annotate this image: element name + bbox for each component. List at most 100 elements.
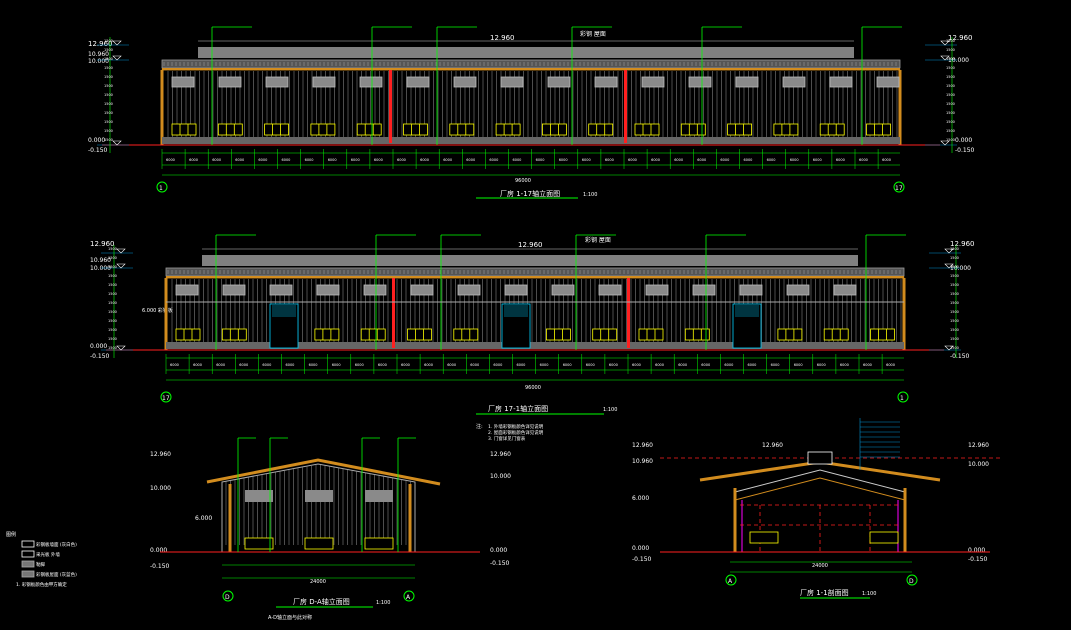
elev2-dim-text: 6000 — [540, 363, 549, 367]
elev1-window — [819, 123, 845, 136]
elev2-level-symbol — [944, 345, 954, 351]
elev3-scale: 1:100 — [376, 600, 390, 606]
elev3-wall — [221, 463, 416, 553]
elev2-vdim-text: 1500 — [950, 292, 959, 296]
elev1-axis-right: 17 — [895, 185, 903, 192]
legend-swatch — [21, 560, 35, 568]
elev1-window — [680, 123, 706, 136]
elev1-axis-left: 1 — [159, 185, 163, 192]
note-line: 2. 屋面彩钢板颜色详见说明 — [488, 429, 544, 436]
elev1-level-symbol — [940, 55, 950, 61]
elev1-parapet — [161, 59, 901, 69]
elev1-dim-text: 6000 — [305, 158, 314, 162]
sec-scale: 1:100 — [862, 591, 876, 597]
elev1-dim-text: 6000 — [397, 158, 406, 162]
elev1-clerestory-window — [876, 76, 900, 88]
elev1-clerestory-window — [453, 76, 477, 88]
elev1-plinth — [162, 137, 900, 144]
axis-circle-D2 — [906, 574, 918, 586]
elev1-total-dim: 96000 — [515, 178, 531, 184]
elev1-vdim-text: 1500 — [946, 138, 955, 142]
elev2-level-top: 12.960 — [518, 241, 543, 249]
sec-span-dim: 24000 — [812, 563, 828, 569]
elev2-axis-left: 17 — [162, 395, 170, 402]
elev1-vdim-text: 1500 — [946, 57, 955, 61]
elev2-vdim-text: 1500 — [108, 310, 117, 314]
elev1-dim-text: 6000 — [489, 158, 498, 162]
elev1-clerestory-window — [359, 76, 383, 88]
sec-axis-right: D — [909, 578, 914, 585]
elev1-clerestory-window — [500, 76, 524, 88]
legend-swatch — [21, 570, 35, 578]
elev1-dim-text: 6000 — [697, 158, 706, 162]
elev3-total-dim: 24000 — [310, 579, 326, 585]
elev2-vdim-text: 1500 — [108, 337, 117, 341]
elev3-level-top-right: 12.960 — [490, 451, 511, 458]
elev2-dim-text: 6000 — [424, 363, 433, 367]
elev2-window — [175, 328, 201, 341]
elev2-parapet — [165, 267, 905, 277]
elev1-vdim-text: 1500 — [104, 138, 113, 142]
legend-swatch — [21, 550, 35, 558]
elev2-window — [870, 328, 895, 341]
elev1-vdim-text: 1500 — [946, 66, 955, 70]
elev2-dim-text: 6000 — [470, 363, 479, 367]
elev1-window — [403, 123, 428, 136]
elev2-clerestory-window — [504, 284, 528, 296]
elev1-column — [624, 70, 627, 143]
elev2-vdim-text: 1500 — [108, 292, 117, 296]
elev1-clerestory-window — [829, 76, 853, 88]
legend-item: 勒脚 — [36, 561, 45, 568]
elev3-level-outdoor: -0.150 — [150, 563, 170, 570]
elev1-dim-text: 6000 — [235, 158, 244, 162]
axis-circle-A2 — [725, 574, 737, 586]
elev2-dim-text: 6000 — [609, 363, 618, 367]
elev1-dim-text: 6000 — [443, 158, 452, 162]
elev1-vdim-text: 1500 — [946, 48, 955, 52]
elev2-level-symbol — [944, 263, 954, 269]
elev2-vdim-text: 1500 — [108, 319, 117, 323]
elev2-column — [392, 278, 395, 348]
elev2-vdim-text: 1500 — [950, 337, 959, 341]
elev2-window — [221, 328, 247, 341]
elev1-vdim-text: 1500 — [104, 129, 113, 133]
elev2-vdim-text: 1500 — [950, 319, 959, 323]
elev2-vdim-text: 1500 — [108, 274, 117, 278]
elev2-dim-text: 6000 — [378, 363, 387, 367]
level-outdoor-left: -0.150 — [88, 147, 108, 154]
elev2-vdim-text: 1500 — [950, 274, 959, 278]
elev2-level-symbol — [944, 248, 954, 254]
elev1-window — [171, 123, 197, 136]
elev1-vdim-text: 1500 — [946, 84, 955, 88]
elev1-dim-text: 6000 — [859, 158, 868, 162]
elev1-window — [866, 123, 891, 136]
elev2-roof-note: 彩钢 屋面 — [585, 236, 611, 244]
elev2-window — [592, 328, 618, 341]
sec-title: 厂房 1-1剖面图 — [800, 588, 849, 597]
level-top-left: 12.960 — [88, 40, 113, 48]
elev1-dim-text: 6000 — [351, 158, 360, 162]
elev1-clerestory-window — [641, 76, 665, 88]
elev1-vdim-text: 1500 — [104, 93, 113, 97]
axis-circle-17 — [893, 181, 905, 193]
elev3-level-ground: 0.000 — [150, 547, 167, 554]
elev1-dim-text: 6000 — [790, 158, 799, 162]
axis-circle-17b — [160, 391, 172, 403]
elev3-title: 厂房 D-A轴立面图 — [293, 597, 350, 606]
elev1-clerestory-window — [265, 76, 289, 88]
elev3-note: A-D轴立面与此对称 — [268, 614, 312, 621]
elev2-window — [823, 328, 849, 341]
elev1-level-symbol — [940, 140, 950, 146]
legend-item: 彩钢板墙面 (灰白色) — [36, 541, 77, 548]
elev2-door — [501, 303, 531, 349]
axis-circle-D — [222, 590, 234, 602]
elev2-clerestory-window — [457, 284, 481, 296]
elev1-title: 厂房 1-17轴立面图 — [500, 189, 560, 198]
sec-level-outdoor-right: -0.150 — [968, 556, 988, 563]
elev1-dim-text: 6000 — [674, 158, 683, 162]
elev1-dim-text: 6000 — [513, 158, 522, 162]
elev2-dim-text: 6000 — [239, 363, 248, 367]
elev3-roof-edge — [206, 458, 441, 486]
elev1-vdim-text: 1500 — [104, 39, 113, 43]
elev1-window — [634, 123, 660, 136]
